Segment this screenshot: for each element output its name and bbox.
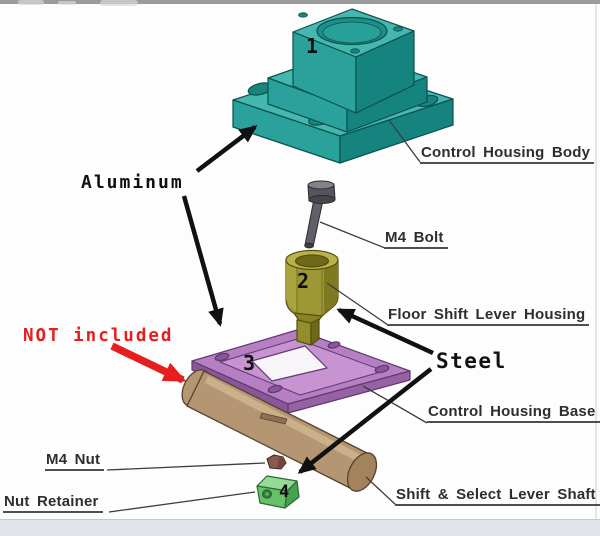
callout-shift-select-lever-shaft: Shift & Select Lever Shaft xyxy=(395,486,600,506)
not-included-arrow xyxy=(110,342,187,384)
callout-nut-retainer: Nut Retainer xyxy=(3,493,103,513)
label-aluminum: Aluminum xyxy=(81,172,184,193)
part-number-3: 3 xyxy=(243,351,256,375)
leader-nut-retainer xyxy=(108,491,256,513)
control-housing-body-part xyxy=(232,8,454,164)
leader-floor-shift-lever-housing xyxy=(326,282,389,326)
shift-select-lever-shaft-part xyxy=(181,369,378,492)
steel-arrow-to-lever-housing xyxy=(336,307,434,356)
nut-retainer-part xyxy=(256,475,300,509)
part-number-1: 1 xyxy=(306,34,319,58)
leader-control-housing-body xyxy=(388,119,421,163)
label-steel: Steel xyxy=(436,349,507,373)
callout-control-housing-body: Control Housing Body xyxy=(420,144,595,164)
leader-shift-select-lever-shaft xyxy=(365,476,397,506)
m4-nut-part xyxy=(266,454,287,470)
callout-m4-nut: M4 Nut xyxy=(45,451,105,471)
callout-control-housing-base: Control Housing Base xyxy=(427,403,600,423)
aluminum-arrow-to-base xyxy=(181,195,224,327)
callout-floor-shift-lever-housing: Floor Shift Lever Housing xyxy=(387,306,590,326)
label-not-included: NOT included xyxy=(23,326,174,346)
callout-m4-bolt: M4 Bolt xyxy=(384,229,448,249)
scan-smudge xyxy=(18,0,44,5)
scan-edge-top xyxy=(0,0,600,4)
scan-edge-right xyxy=(595,4,597,519)
scan-smudge xyxy=(100,0,138,6)
leader-control-housing-base xyxy=(362,385,428,424)
m4-bolt-part xyxy=(304,180,336,249)
steel-arrow-to-retainer xyxy=(297,367,433,474)
aluminum-arrow-to-body xyxy=(195,125,258,173)
scan-edge-bottom xyxy=(0,519,600,536)
leader-m4-nut xyxy=(106,462,266,471)
part-number-4: 4 xyxy=(279,482,290,502)
part-number-2: 2 xyxy=(297,269,310,293)
scan-smudge xyxy=(58,1,76,5)
floor-shift-lever-housing-part xyxy=(285,249,339,346)
leader-m4-bolt xyxy=(319,221,386,249)
